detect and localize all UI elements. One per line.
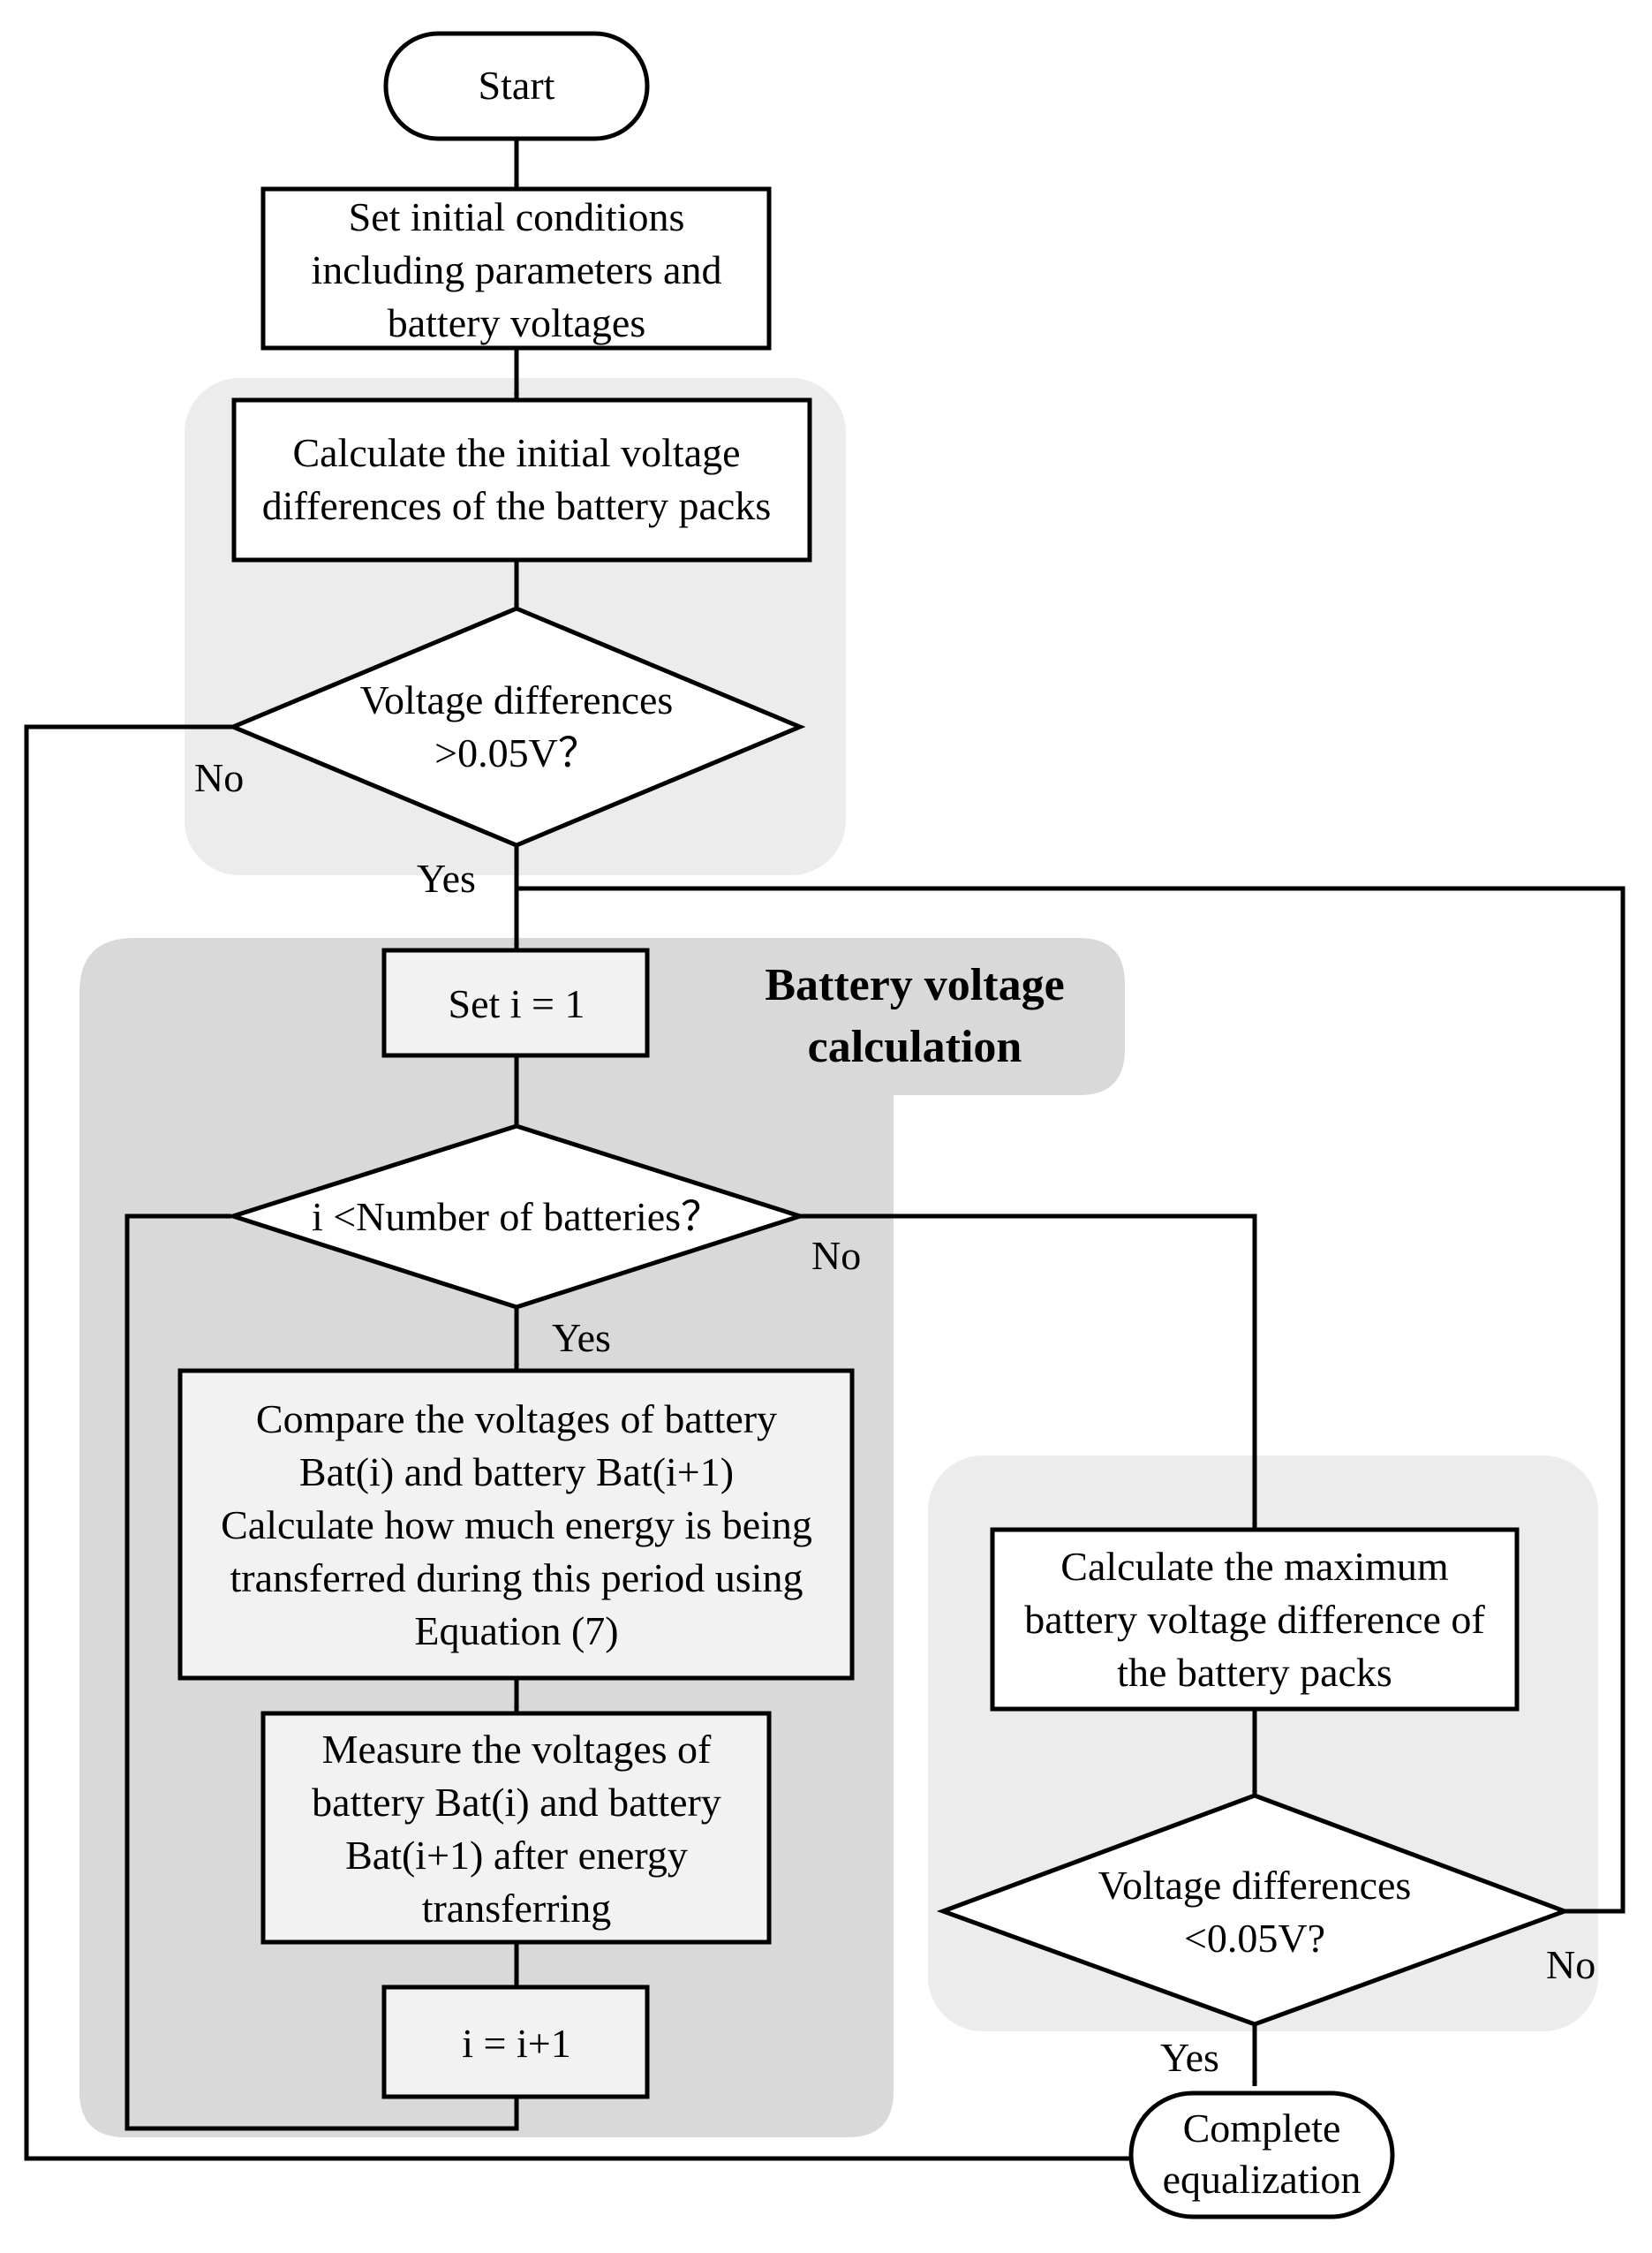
label-decision-2-no: No xyxy=(811,1233,861,1278)
group-title-battery-voltage-calculation: Battery voltage calculation xyxy=(765,960,1064,1072)
label-decision-1-yes: Yes xyxy=(417,856,476,901)
text-line: transferring xyxy=(422,1886,612,1931)
text-line: Bat(i) and battery Bat(i+1) xyxy=(299,1449,734,1494)
text-line: calculation xyxy=(808,1022,1022,1072)
text-line: Voltage differences xyxy=(1098,1863,1412,1908)
start-terminal xyxy=(383,31,650,141)
text-line: Start xyxy=(479,63,555,108)
decision-3-label: Voltage differences <0.05V? xyxy=(1098,1863,1412,1961)
text-line: >0.05V？ xyxy=(434,730,599,775)
increment-label: i = i+1 xyxy=(462,2021,570,2066)
text-line: Complete xyxy=(1183,2106,1341,2151)
decision-1-label: Voltage differences >0.05V？ xyxy=(360,677,674,775)
text-line: including parameters and xyxy=(312,247,722,292)
measure-label: Measure the voltages of battery Bat(i) an… xyxy=(312,1727,721,1931)
text-line: Measure the voltages of xyxy=(322,1727,712,1772)
complete-label: Complete equalization xyxy=(1163,2106,1362,2202)
edge-decision-1-no xyxy=(24,724,1132,2161)
init-conditions-label: Set initial conditions including paramete… xyxy=(312,194,722,345)
text-line: Voltage differences xyxy=(360,677,674,722)
text-line: Calculate the maximum xyxy=(1060,1544,1449,1589)
edge-decision-3-no xyxy=(516,886,1626,1914)
text-line: Compare the voltages of battery xyxy=(256,1396,777,1441)
calc-initial-label: Calculate the initial voltage differences… xyxy=(262,430,771,528)
text-line: Equation (7) xyxy=(414,1608,618,1653)
decision-2-diamond xyxy=(225,1123,808,1310)
decision-1-diamond xyxy=(227,606,806,848)
calc-initial-box xyxy=(231,397,812,563)
text-line: Calculate how much energy is being xyxy=(221,1502,812,1547)
edge-increment-loop-back xyxy=(124,1213,519,2131)
text-line: battery Bat(i) and battery xyxy=(312,1780,721,1825)
edge-decision-2-no xyxy=(800,1213,1257,1529)
measure-box xyxy=(260,1711,772,1945)
text-line: Bat(i+1) after energy xyxy=(345,1833,688,1878)
label-decision-1-no: No xyxy=(194,755,244,800)
text-line: differences of the battery packs xyxy=(262,483,771,528)
label-decision-3-no: No xyxy=(1546,1942,1595,1987)
text-line: the battery packs xyxy=(1117,1650,1392,1695)
text-line: i = i+1 xyxy=(462,2021,570,2066)
text-line: i <Number of batteries？ xyxy=(312,1194,721,1239)
init-conditions-box xyxy=(260,186,772,351)
complete-terminal xyxy=(1128,2090,1395,2219)
text-line: <0.05V? xyxy=(1184,1916,1325,1961)
text-line: battery voltage difference of xyxy=(1024,1597,1485,1642)
set-i-label: Set i = 1 xyxy=(448,981,585,1026)
text-line: equalization xyxy=(1163,2157,1362,2202)
decision-2-label: i <Number of batteries？ xyxy=(312,1194,721,1239)
calc-max-label: Calculate the maximum battery voltage dif… xyxy=(1024,1544,1485,1695)
text-line: transferred during this period using xyxy=(230,1555,803,1600)
compare-box xyxy=(177,1368,855,1681)
text-line: Set initial conditions xyxy=(349,194,685,239)
label-decision-3-yes: Yes xyxy=(1160,2035,1219,2080)
start-label: Start xyxy=(479,63,555,108)
text-line: Battery voltage xyxy=(765,960,1064,1010)
decision-3-diamond xyxy=(936,1793,1572,2027)
set-i-box xyxy=(381,948,650,1058)
calc-max-box xyxy=(990,1527,1520,1712)
text-line: Set i = 1 xyxy=(448,981,585,1026)
text-line: battery voltages xyxy=(388,300,646,345)
label-decision-2-yes: Yes xyxy=(552,1315,611,1360)
text-line: Calculate the initial voltage xyxy=(292,430,740,475)
increment-box xyxy=(381,1985,650,2099)
